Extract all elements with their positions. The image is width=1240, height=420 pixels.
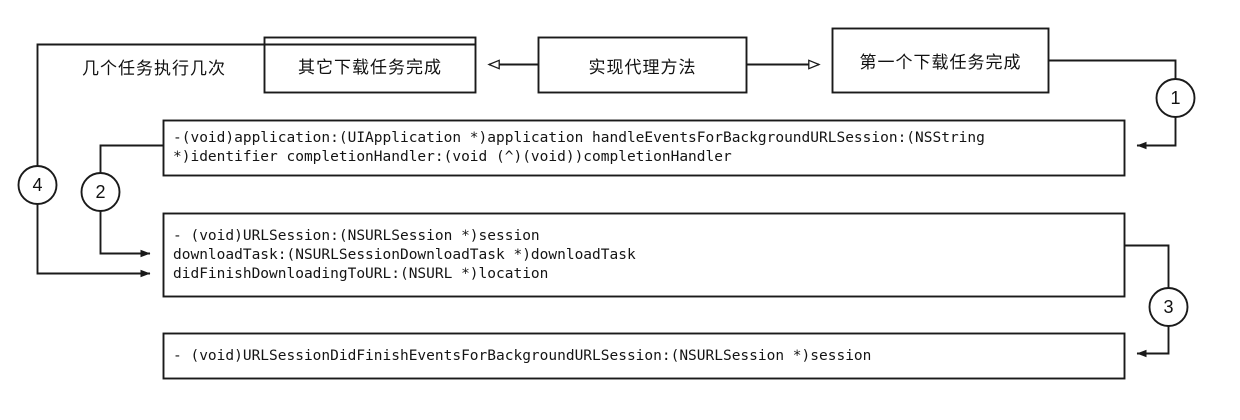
box-app-handle-events [162, 119, 1126, 177]
edge-step-1-upper [1048, 59, 1177, 79]
box-url-session-events [162, 332, 1126, 380]
box-other-tasks-done [263, 36, 477, 94]
circle-step-4 [17, 165, 58, 205]
edge-step-1-lower [1136, 117, 1177, 150]
edge-step-2-lower [99, 211, 151, 258]
circle-step-3 [1148, 287, 1189, 327]
edge-step-2-upper [99, 144, 163, 173]
edge-step-4-lower [36, 204, 151, 278]
circle-step-2 [80, 172, 121, 212]
edge-step-4-upper [36, 43, 475, 166]
circle-step-1 [1155, 78, 1196, 118]
box-implement-delegate [537, 36, 748, 94]
edge-step-3-lower [1136, 326, 1170, 358]
edge-step-3-upper [1124, 244, 1170, 288]
label-repeat-tasks: 几个任务执行几次 [82, 59, 226, 78]
box-url-session-download [162, 212, 1126, 298]
box-first-task-done [831, 27, 1050, 94]
